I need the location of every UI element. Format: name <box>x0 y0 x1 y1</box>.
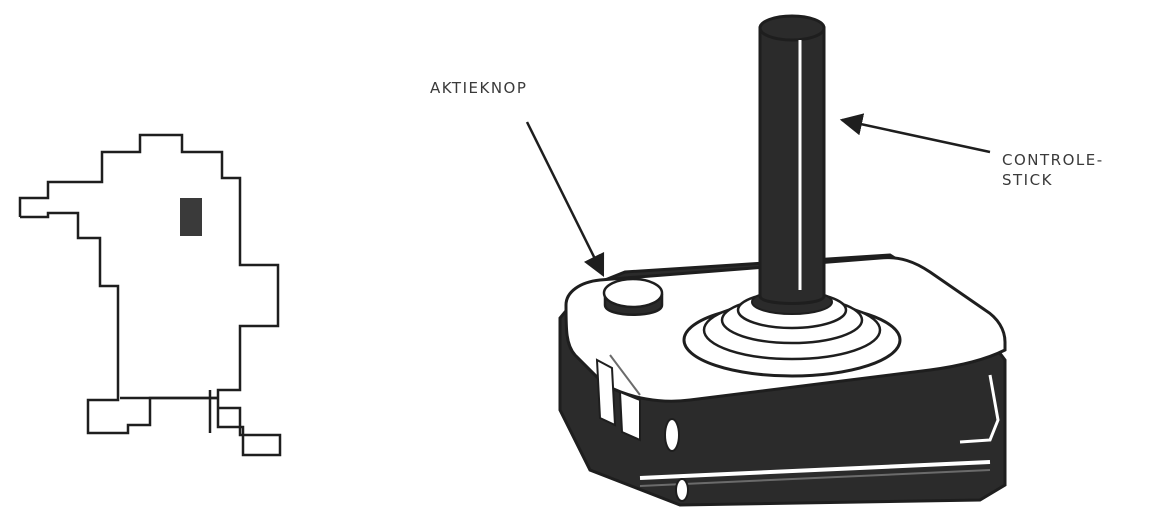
arrow-icon <box>527 122 603 275</box>
joystick-stick <box>760 28 824 304</box>
control-stick-label-line2: STICK <box>1002 170 1053 190</box>
arrow-icon <box>842 120 990 152</box>
joystick-action-button <box>604 279 662 315</box>
pixel-character-icon <box>20 135 280 455</box>
action-button-label: AKTIEKNOP <box>430 78 527 98</box>
control-stick-label-line1: CONTROLE- <box>1002 150 1104 170</box>
pixel-character-eye <box>180 198 202 236</box>
joystick-icon <box>560 16 1005 505</box>
